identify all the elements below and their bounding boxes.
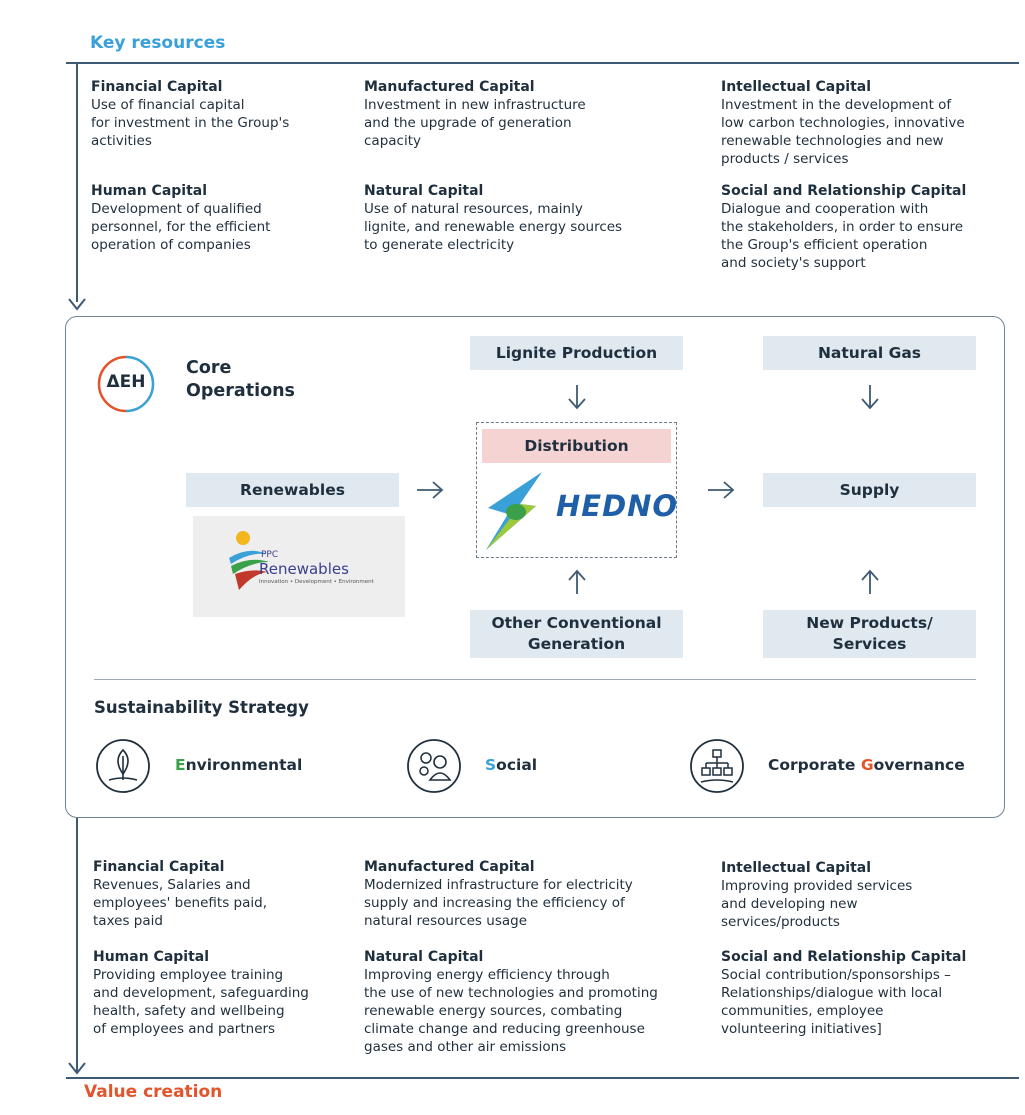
resource-human: Human Capital Development of qualified p… [91, 182, 351, 254]
ppc-renewables-logo: PPC Renewables Innovation • Development … [193, 516, 405, 617]
other-conventional-box: Other Conventional Generation [470, 610, 683, 658]
value-title: Intellectual Capital [721, 860, 872, 876]
value-title: Social and Relationship Capital [721, 949, 967, 965]
resource-natural: Natural Capital Use of natural resources… [364, 182, 684, 254]
arrow-up-icon [568, 569, 586, 594]
resource-title: Intellectual Capital [721, 79, 872, 95]
new-products-box: New Products/ Services [763, 610, 976, 658]
value-human: Human Capital Providing employee trainin… [93, 948, 353, 1038]
ppc-renewables-text: Renewables [259, 560, 349, 578]
value-text: Social contribution/sponsorships – Relat… [721, 967, 951, 1037]
value-social: Social and Relationship Capital Social c… [721, 948, 1021, 1038]
value-text: Revenues, Salaries and employees' benefi… [93, 877, 267, 929]
resource-title: Social and Relationship Capital [721, 183, 967, 199]
ppc-tagline-text: Innovation • Development • Environment [259, 579, 374, 585]
arrow-right-icon [417, 481, 444, 499]
ppc-small-text: PPC [261, 550, 279, 560]
resource-text: Investment in new infrastructure and the… [364, 97, 586, 149]
resource-social: Social and Relationship Capital Dialogue… [721, 182, 1021, 272]
value-creation-title: Value creation [84, 1082, 223, 1102]
social-rest: ocial [496, 756, 538, 774]
ppc-logo-text: ΔEH [106, 372, 146, 392]
leaf-icon [96, 739, 150, 793]
governance-rest: overnance [873, 756, 965, 774]
down-arrow-icon [68, 298, 86, 311]
value-text: Improving energy efficiency through the … [364, 967, 658, 1055]
top-flow-line [76, 62, 78, 302]
value-title: Human Capital [93, 949, 210, 965]
distribution-box: Distribution [482, 429, 671, 463]
ppc-renewables-icon [229, 531, 269, 590]
value-text: Improving provided services and developi… [721, 878, 913, 930]
hedno-logo-icon [486, 472, 542, 550]
down-arrow-icon [68, 1062, 86, 1075]
resource-text: Investment in the development of low car… [721, 97, 965, 167]
value-title: Natural Capital [364, 949, 484, 965]
resource-title: Manufactured Capital [364, 79, 535, 95]
bottom-flow-line [76, 818, 78, 1072]
value-natural: Natural Capital Improving energy efficie… [364, 948, 704, 1056]
natural-gas-box: Natural Gas [763, 336, 976, 370]
resource-title: Natural Capital [364, 183, 484, 199]
environmental-label: Environmental [175, 756, 302, 774]
org-chart-icon [690, 739, 744, 793]
social-first-letter: S [485, 756, 497, 774]
environmental-first-letter: E [175, 756, 186, 774]
distribution-container [476, 422, 677, 558]
value-title: Manufactured Capital [364, 859, 535, 875]
arrow-down-icon [861, 385, 879, 410]
supply-box: Supply [763, 473, 976, 507]
value-text: Modernized infrastructure for electricit… [364, 877, 633, 929]
resource-text: Use of natural resources, mainly lignite… [364, 201, 623, 253]
governance-label: Corporate Governance [768, 756, 965, 774]
core-operations-title: Core Operations [186, 358, 295, 401]
resource-title: Financial Capital [91, 79, 223, 95]
value-title: Financial Capital [93, 859, 225, 875]
value-intellectual: Intellectual Capital Improving provided … [721, 859, 1021, 931]
sustainability-strategy-title: Sustainability Strategy [94, 698, 309, 717]
bottom-divider [66, 1077, 1019, 1079]
resource-financial: Financial Capital Use of financial capit… [91, 78, 351, 150]
resource-text: Development of qualified personnel, for … [91, 201, 271, 253]
environmental-rest: nvironmental [185, 756, 303, 774]
lignite-production-box: Lignite Production [470, 336, 683, 370]
arrow-down-icon [568, 385, 586, 410]
value-financial: Financial Capital Revenues, Salaries and… [93, 858, 353, 930]
core-inner-divider [94, 679, 976, 680]
governance-prefix: Corporate [768, 756, 861, 774]
hedno-logo-text: HEDNO [556, 489, 679, 523]
resource-text: Dialogue and cooperation with the stakeh… [721, 201, 964, 271]
people-icon [407, 739, 461, 793]
value-text: Providing employee training and developm… [93, 967, 309, 1037]
social-label: Social [485, 756, 537, 774]
renewables-box: Renewables [186, 473, 399, 507]
resource-intellectual: Intellectual Capital Investment in the d… [721, 78, 1021, 168]
resource-title: Human Capital [91, 183, 208, 199]
ppc-logo-icon [97, 355, 155, 413]
arrow-up-icon [861, 569, 879, 594]
key-resources-title: Key resources [90, 33, 226, 53]
arrow-right-icon [708, 481, 735, 499]
governance-first-letter: G [860, 756, 874, 774]
resource-manufactured: Manufactured Capital Investment in new i… [364, 78, 684, 150]
resource-text: Use of financial capital for investment … [91, 97, 290, 149]
top-divider [66, 62, 1019, 64]
value-manufactured: Manufactured Capital Modernized infrastr… [364, 858, 704, 930]
